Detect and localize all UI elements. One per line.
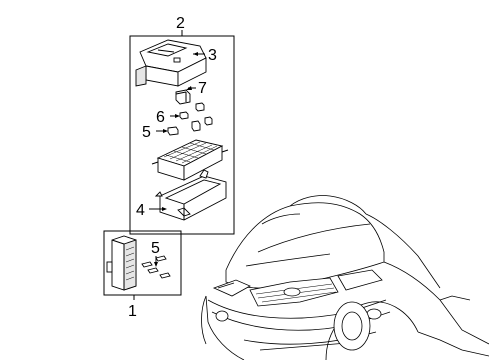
- arrow-5a: [163, 129, 168, 133]
- arrow-7: [186, 86, 192, 90]
- callout-7: 7: [198, 80, 207, 97]
- fuse-5-upper: [167, 120, 201, 136]
- group-frame-lower: [103, 230, 182, 296]
- fuses-lower: [141, 255, 171, 279]
- fuse-box-assembly-group: 2: [129, 15, 235, 235]
- fuse-block: [151, 139, 229, 181]
- upper-cover: [135, 39, 207, 87]
- callout-5b: 5: [151, 240, 160, 257]
- relay-7: [175, 89, 191, 105]
- arrow-5b: [154, 262, 158, 267]
- callout-5a: 5: [142, 124, 151, 141]
- lower-case: [154, 169, 227, 221]
- callout-4: 4: [136, 202, 145, 219]
- arrow-3: [193, 52, 198, 56]
- arrow-6: [175, 114, 180, 118]
- callout-6: 6: [156, 109, 165, 126]
- junction-block: [106, 235, 137, 291]
- callout-3: 3: [208, 47, 217, 64]
- junction-box-group: 1: [103, 230, 182, 320]
- callout-1: 1: [128, 303, 137, 320]
- arrow-4: [162, 207, 167, 211]
- mini-relays: [179, 102, 213, 126]
- vehicle-front-illustration: [201, 195, 489, 360]
- callout-2: 2: [176, 15, 185, 32]
